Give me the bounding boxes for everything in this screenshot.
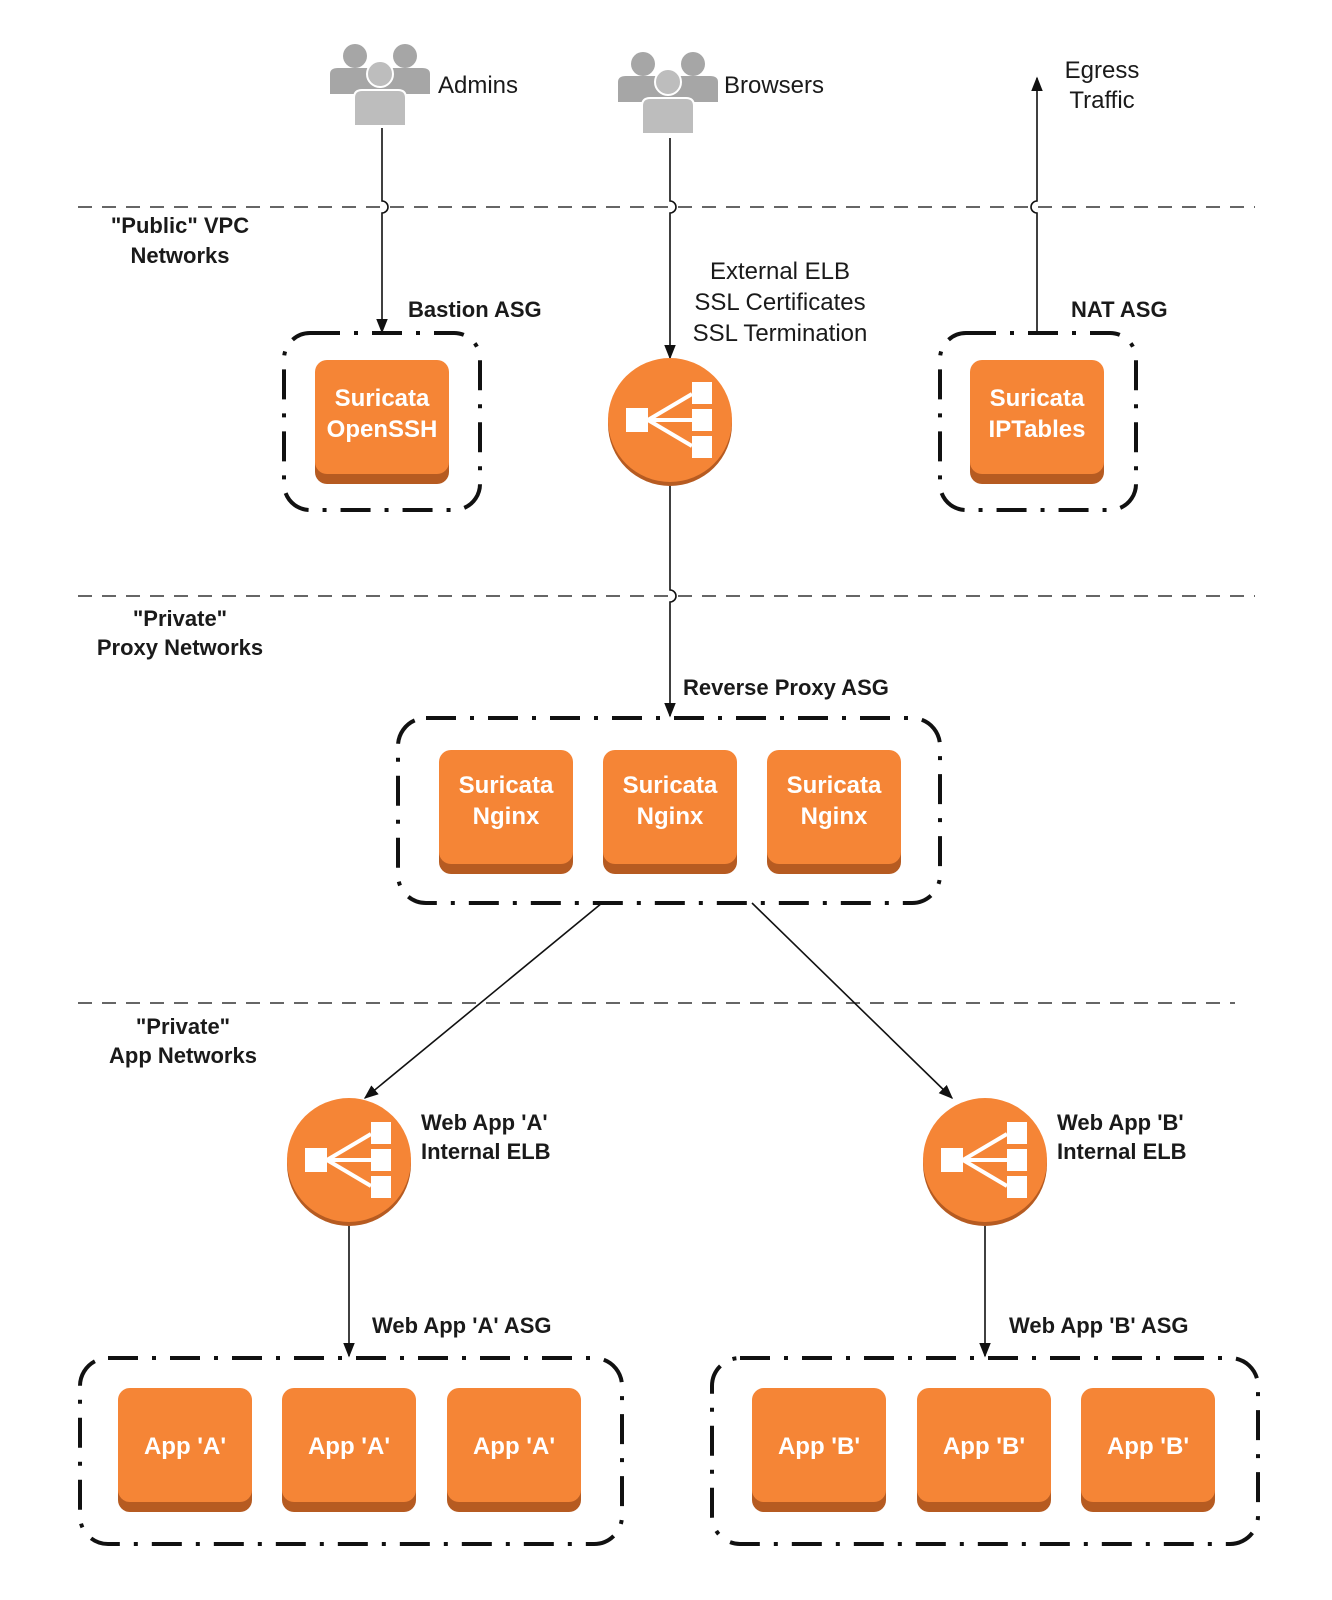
reverse-proxy-asg-title: Reverse Proxy ASG — [683, 675, 889, 700]
web-app-a-elb-label-line1: Web App 'A' — [421, 1110, 548, 1135]
web-app-b-asg-title: Web App 'B' ASG — [1009, 1313, 1189, 1338]
zone-app-label-line2: App Networks — [109, 1043, 257, 1068]
app-a-instance-3 — [447, 1388, 581, 1502]
app-a-instance-1 — [118, 1388, 252, 1502]
edge-proxy-to-elb-b — [751, 902, 954, 1100]
browsers-label: Browsers — [724, 72, 824, 99]
zone-proxy-label-line2: Proxy Networks — [97, 635, 263, 660]
web-app-a-asg-group — [78, 1356, 624, 1546]
external-elb-label-line3: SSL Termination — [693, 320, 868, 347]
app-a-instance-1-label: App 'A' — [144, 1433, 226, 1460]
proxy-instance-1-line2: Nginx — [473, 803, 540, 830]
web-app-a-asg-title: Web App 'A' ASG — [372, 1313, 552, 1338]
edge-admins-to-bastion — [376, 128, 389, 334]
proxy-instance-3 — [767, 750, 901, 864]
external-elb-label-line2: SSL Certificates — [694, 289, 865, 316]
edge-nat-to-egress — [1030, 76, 1043, 332]
web-app-b-elb-label-line1: Web App 'B' — [1057, 1110, 1184, 1135]
app-b-instance-2 — [917, 1388, 1051, 1502]
bastion-asg-title: Bastion ASG — [408, 297, 542, 322]
proxy-instance-3-line1: Suricata — [787, 772, 882, 799]
app-b-instance-3-label: App 'B' — [1107, 1433, 1189, 1460]
web-app-b-elb-icon — [921, 1096, 1049, 1228]
web-app-a-elb-label-line2: Internal ELB — [421, 1139, 551, 1164]
edge-browsers-to-external-elb — [664, 138, 677, 360]
app-b-instance-2-label: App 'B' — [943, 1433, 1025, 1460]
bastion-instance-line2: OpenSSH — [327, 416, 438, 443]
nat-instance — [970, 360, 1104, 474]
external-elb-label-line1: External ELB — [710, 258, 850, 285]
zone-proxy-label-line1: "Private" — [133, 606, 227, 631]
proxy-instance-3-line2: Nginx — [801, 803, 868, 830]
app-a-instance-2-label: App 'A' — [308, 1433, 390, 1460]
egress-label-line1: Egress — [1065, 57, 1140, 84]
web-app-b-elb-label-line2: Internal ELB — [1057, 1139, 1187, 1164]
nat-asg-group — [938, 331, 1138, 512]
app-b-instance-1-label: App 'B' — [778, 1433, 860, 1460]
bastion-instance-line1: Suricata — [335, 385, 430, 412]
admins-label: Admins — [438, 72, 518, 99]
bastion-instance — [315, 360, 449, 474]
app-b-instance-1 — [752, 1388, 886, 1502]
proxy-instance-1 — [439, 750, 573, 864]
proxy-instance-2-line2: Nginx — [637, 803, 704, 830]
app-a-instance-3-label: App 'A' — [473, 1433, 555, 1460]
zone-public-label-line2: Networks — [130, 243, 229, 268]
external-elb-icon — [606, 356, 734, 488]
web-app-a-elb-icon — [285, 1096, 413, 1228]
proxy-instance-2 — [603, 750, 737, 864]
zone-public-label-line1: "Public" VPC — [111, 213, 249, 238]
nat-instance-line2: IPTables — [989, 416, 1086, 443]
edge-proxy-to-elb-a — [363, 902, 603, 1099]
proxy-instance-1-line1: Suricata — [459, 772, 554, 799]
nat-instance-line1: Suricata — [990, 385, 1085, 412]
zone-app-label-line1: "Private" — [136, 1014, 230, 1039]
egress-label-line2: Traffic — [1069, 87, 1134, 114]
bastion-asg-group — [282, 331, 482, 512]
nat-asg-title: NAT ASG — [1071, 297, 1168, 322]
admins-users-icon — [329, 43, 431, 127]
reverse-proxy-asg-group — [396, 716, 942, 905]
app-b-instance-3 — [1081, 1388, 1215, 1502]
browsers-users-icon — [617, 51, 719, 135]
edge-external-elb-to-proxy — [664, 482, 677, 718]
web-app-b-asg-group — [710, 1356, 1260, 1546]
app-a-instance-2 — [282, 1388, 416, 1502]
proxy-instance-2-line1: Suricata — [623, 772, 718, 799]
